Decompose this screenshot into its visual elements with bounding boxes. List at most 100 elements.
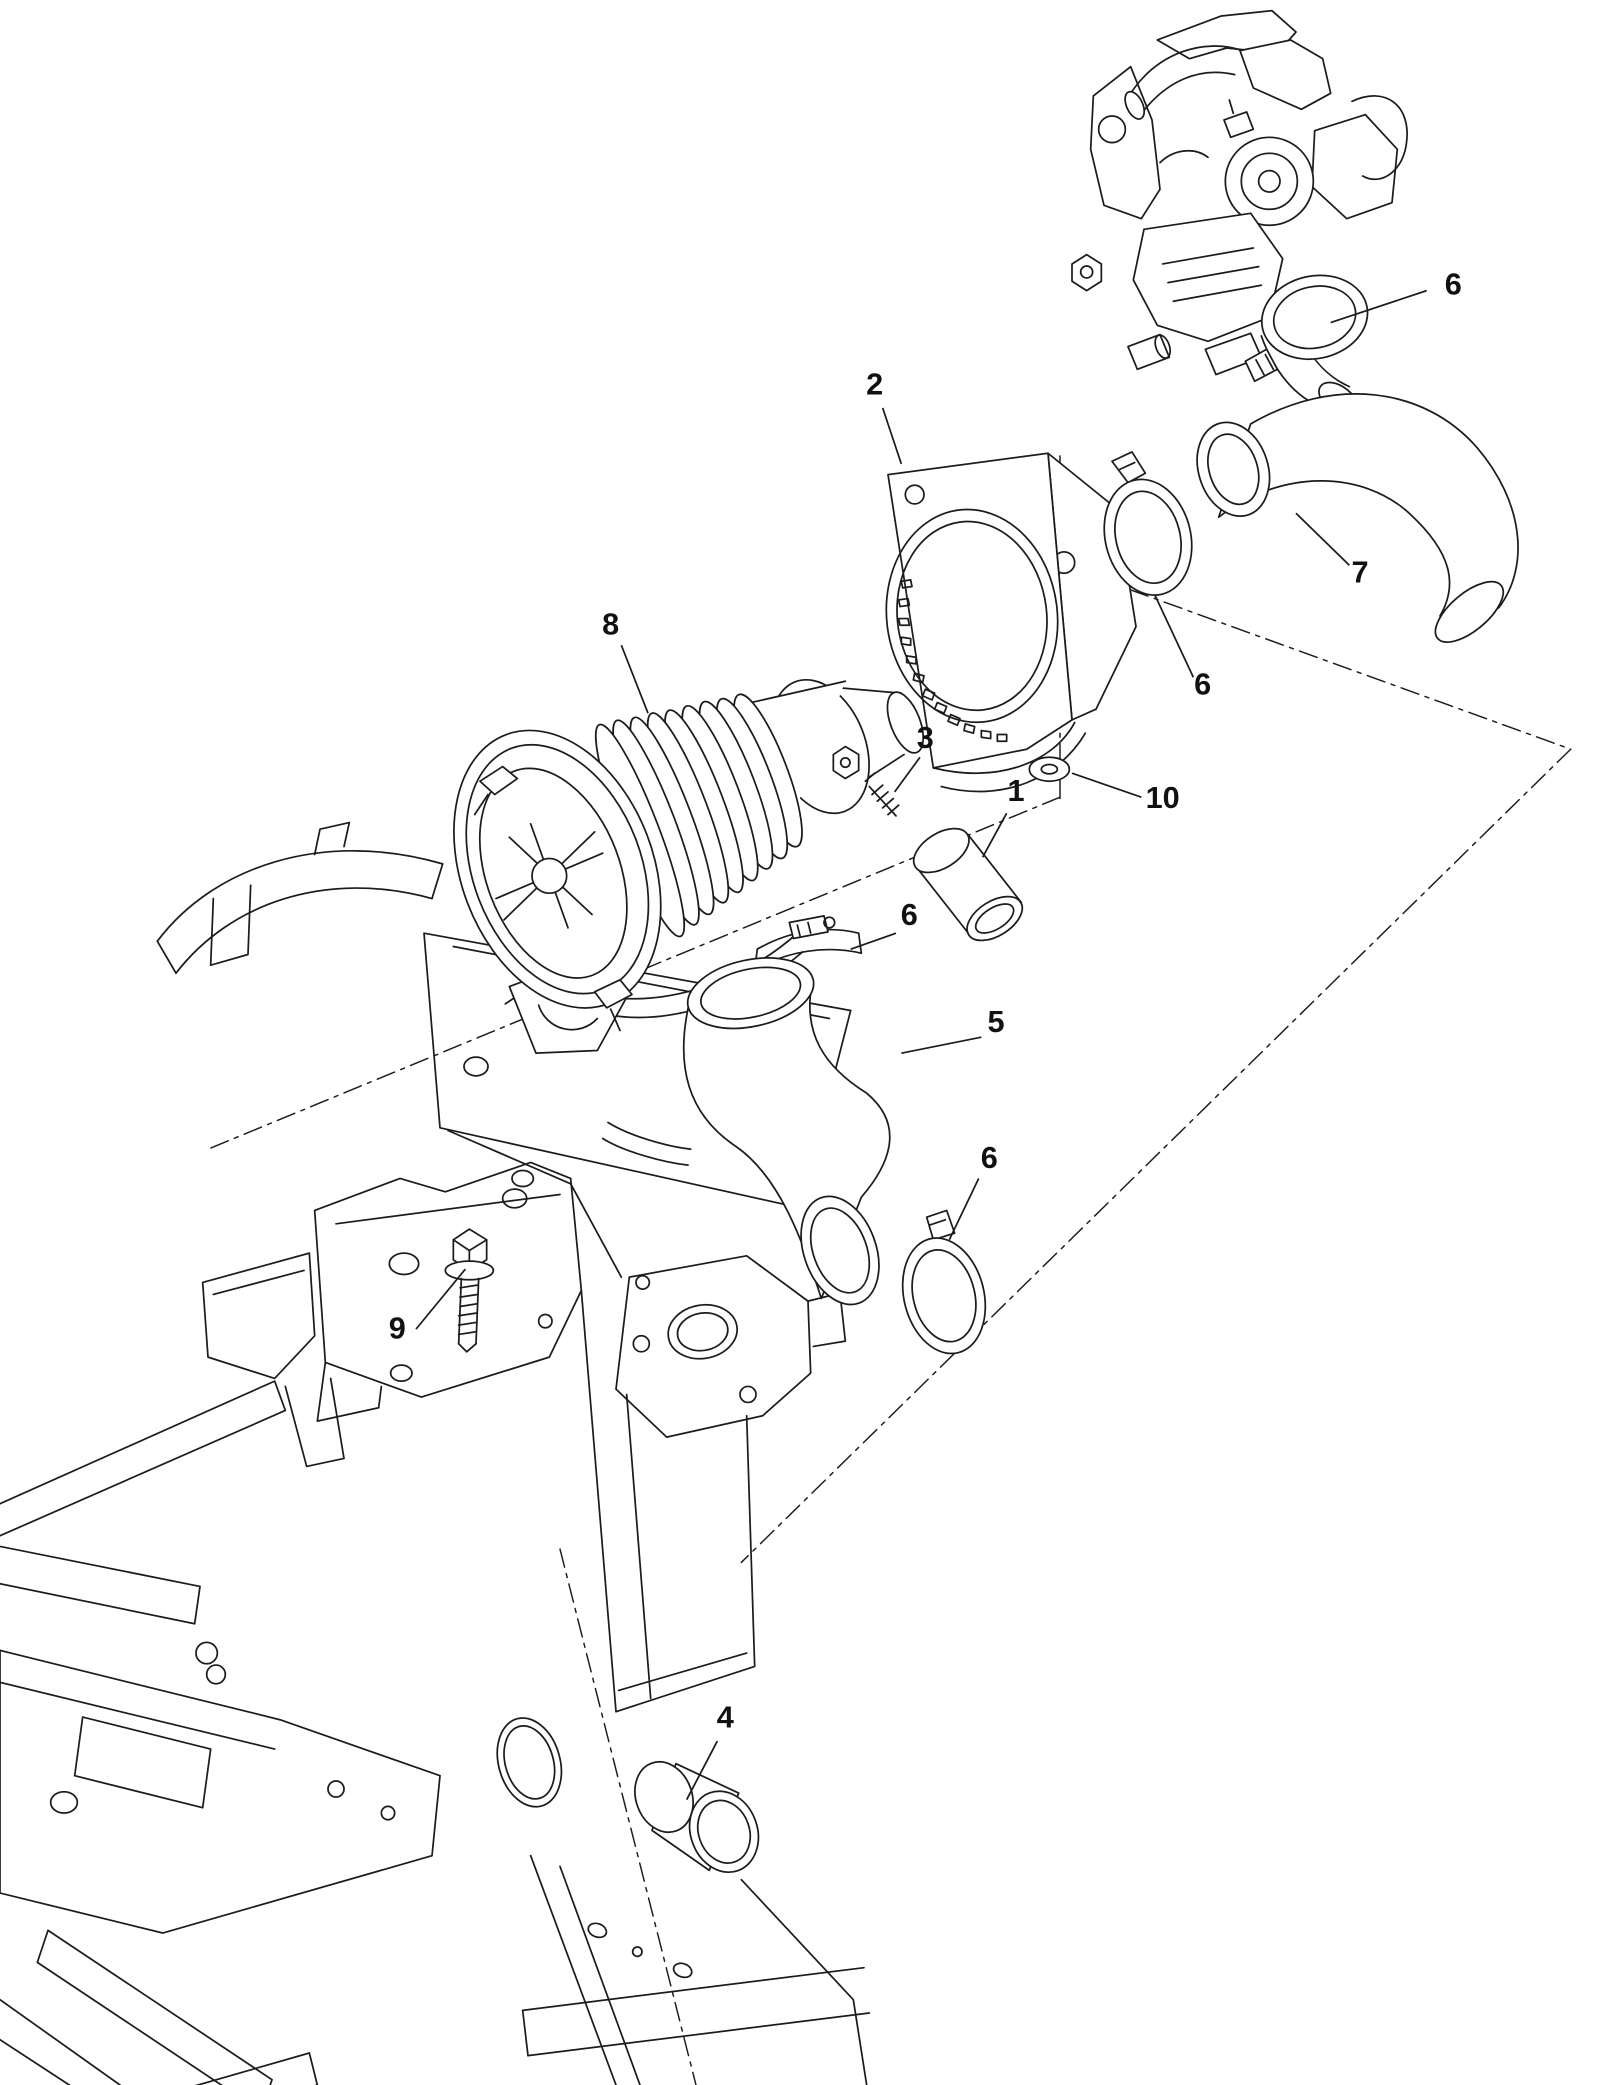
engine-assembly-part <box>1079 265 1094 279</box>
callout-1: 1 <box>981 774 1025 858</box>
frame-structure-part <box>463 1056 489 1077</box>
frame-structure-part <box>0 1649 441 1934</box>
callout-4: 4 <box>685 1701 734 1801</box>
centerlines-part <box>740 748 1572 1564</box>
frame-structure-part <box>740 1878 868 2085</box>
frame-structure-part <box>501 1188 528 1209</box>
frame-structure-part <box>0 1998 121 2085</box>
engine-assembly-part <box>1154 334 1172 359</box>
callout-leader-line <box>881 407 903 465</box>
hose-clamp-6-mid-part <box>1119 461 1136 471</box>
frame-structure-part <box>380 1805 396 1821</box>
callout-number: 7 <box>1351 556 1368 590</box>
frame-structure-part <box>521 2009 529 2057</box>
air-cleaner-8-part <box>839 757 851 769</box>
washer-10 <box>1028 756 1071 783</box>
bracket-2-part <box>980 729 992 740</box>
engine-assembly-part <box>1159 149 1209 164</box>
bolt-9-part <box>457 1330 477 1336</box>
frame-structure-part <box>313 821 351 856</box>
bolt-9-part <box>459 1293 479 1298</box>
fitting-1-part <box>974 903 1015 934</box>
frame-structure-part <box>676 1312 729 1352</box>
hose-7 <box>1196 393 1519 643</box>
fitting-1-part <box>966 895 1024 942</box>
bracket-2 <box>885 452 1137 793</box>
washer-10-part <box>1028 756 1071 783</box>
engine-assembly-part <box>1124 90 1146 120</box>
engine-assembly-part <box>1167 265 1260 284</box>
hose-7-part <box>1217 393 1519 617</box>
bracket-2-part <box>947 713 961 727</box>
frame-structure-part <box>672 1962 693 1979</box>
frame-structure-part <box>389 1364 413 1382</box>
bracket-2-part <box>900 636 912 647</box>
callout-number: 9 <box>389 1311 406 1345</box>
bracket-2-part <box>905 655 917 665</box>
fitting-1-part <box>912 827 970 874</box>
callout-number: 5 <box>987 1005 1004 1039</box>
frame-structure-part <box>0 1380 287 1537</box>
outlet-neck <box>886 691 925 754</box>
hose-clamp-6-bottom <box>901 1209 987 1355</box>
washer-10-part <box>1040 763 1059 775</box>
hex-fitting <box>832 745 860 780</box>
engine-assembly-part <box>1127 333 1171 371</box>
bracket-2-part <box>912 672 925 684</box>
elbow-4 <box>634 1761 760 1874</box>
engine-assembly-part <box>1129 45 1244 95</box>
elbow-4-part <box>696 1799 752 1864</box>
frame-structure-part <box>631 1946 643 1958</box>
centerlines-part <box>559 1548 697 2085</box>
hose-clamp-6-top <box>1244 274 1369 383</box>
hose-5 <box>682 957 891 1306</box>
hose-clamp-6-upper-part <box>807 921 812 935</box>
hose-clamp-6-upper-part <box>823 916 836 929</box>
bolt-9-part <box>457 1321 477 1326</box>
air-cleaner-8-part <box>531 857 568 895</box>
frame-structure-part <box>635 1274 651 1290</box>
engine-assembly-part <box>1172 284 1263 303</box>
frame-structure-part <box>511 1169 535 1188</box>
frame-structure-part <box>0 2038 71 2085</box>
hose-clamp-6-upper-part <box>857 932 863 955</box>
hose-clamp-6-bottom-part <box>911 1249 977 1343</box>
frame-structure-part <box>313 1161 583 1398</box>
screw-3-part <box>887 804 900 816</box>
bolt-9-part <box>468 1238 488 1252</box>
bolt-9-part <box>459 1284 479 1289</box>
bracket-2-part <box>897 617 911 627</box>
engine-assembly-part <box>1089 65 1161 220</box>
callout-number: 3 <box>917 721 934 755</box>
air-cleaner-8-part <box>478 767 628 979</box>
callout-number: 6 <box>1194 668 1211 702</box>
frame-structure-part <box>195 1641 219 1665</box>
engine-assembly-part <box>1228 99 1235 115</box>
frame-structure-part <box>587 1922 608 1939</box>
callout-2: 2 <box>866 368 903 465</box>
hose-clamp-6-top-part <box>1255 359 1265 376</box>
screw-3 <box>864 772 900 817</box>
frame-structure-part <box>316 1361 383 1422</box>
frame-structure-part <box>739 1385 757 1404</box>
worm-screw-housing <box>1111 451 1147 484</box>
engine-assembly <box>1071 9 1408 419</box>
callout-leader-line <box>620 644 649 714</box>
hose-clamp-6-top-part <box>1264 353 1275 371</box>
frame-structure-part <box>0 1681 276 1750</box>
hose-clamp-6-mid <box>1103 451 1193 596</box>
frame-structure-part <box>0 1545 201 1625</box>
engine-assembly-part <box>1097 115 1127 144</box>
frame-structure-part <box>335 1193 561 1225</box>
bolt-9-part <box>457 1312 477 1317</box>
bolt-9-part <box>457 1277 463 1345</box>
frame-structure-part <box>601 1137 689 1167</box>
grommet-ring <box>496 1717 563 1808</box>
frame-structure-part <box>327 1780 345 1798</box>
frame-structure-part <box>156 849 444 943</box>
engine-assembly-part <box>1223 111 1255 139</box>
frame-structure-part <box>205 1664 227 1685</box>
hose-5-part <box>809 1207 871 1294</box>
engine-assembly-part <box>1137 71 1236 119</box>
